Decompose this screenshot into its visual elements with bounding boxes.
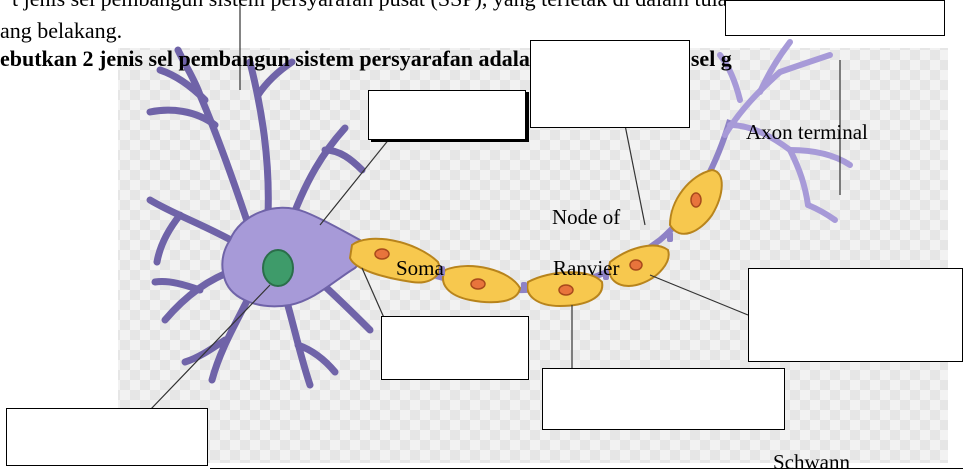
neuron-nucleus xyxy=(263,250,293,286)
label-node-of: Node of xyxy=(552,207,620,228)
answer-box-soma[interactable] xyxy=(381,316,529,380)
document-text-line-2: ang belakang. xyxy=(0,20,122,42)
answer-box-nucleus[interactable] xyxy=(6,408,208,466)
answer-box-top-right[interactable] xyxy=(725,0,945,36)
bottom-rule xyxy=(210,468,963,469)
document-text-line-1: t jenis sel pembangun sistem persyarafan… xyxy=(12,0,749,10)
label-soma: Soma xyxy=(396,258,444,279)
answer-box-myelin[interactable] xyxy=(748,268,963,362)
answer-box-node[interactable] xyxy=(530,40,690,128)
answer-box-dendrite[interactable] xyxy=(368,90,526,140)
label-axon-terminal: Axon terminal xyxy=(746,122,868,143)
label-schwann: Schwann xyxy=(773,452,850,473)
answer-box-schwann[interactable] xyxy=(542,368,785,430)
label-ranvier: Ranvier xyxy=(553,258,619,279)
